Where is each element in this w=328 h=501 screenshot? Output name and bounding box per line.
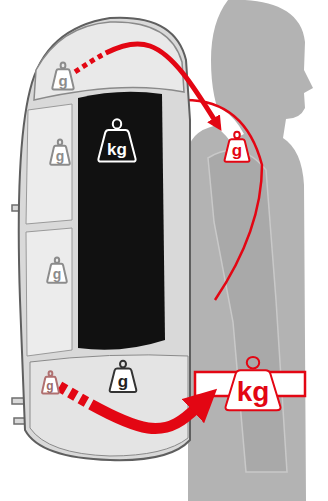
- weight-body: [52, 70, 73, 90]
- weight-body: [47, 264, 67, 283]
- weight-ring: [113, 119, 121, 128]
- weight-unit: g: [118, 373, 128, 390]
- strap-outline: [185, 100, 262, 300]
- weight-body: [225, 370, 280, 410]
- backpack-lid: [34, 22, 184, 100]
- person-silhouette: [188, 0, 313, 501]
- backpack-bottom: [30, 355, 188, 456]
- back-panel: [78, 92, 165, 350]
- weight-ring: [48, 371, 52, 376]
- weight-body: [50, 146, 70, 165]
- weight-ring: [55, 258, 59, 264]
- weight-unit: kg: [237, 378, 270, 406]
- weight-body: [98, 130, 135, 162]
- weight-body: [42, 377, 59, 394]
- hip-weight: kg: [222, 354, 284, 412]
- side-pocket: [26, 228, 72, 356]
- side-pocket: [26, 104, 72, 224]
- weight-unit: g: [232, 142, 242, 159]
- arm: [208, 150, 287, 472]
- weight-shift-arrow: [75, 44, 215, 121]
- weight-ring: [234, 131, 240, 138]
- weight-body: [110, 369, 137, 392]
- weight-unit: g: [58, 73, 67, 88]
- weight-icon: g: [108, 359, 138, 393]
- weight-unit: g: [46, 380, 53, 392]
- weight-icon: g: [51, 61, 75, 90]
- weight-ring: [247, 357, 259, 369]
- weight-icon: kg: [96, 117, 138, 163]
- backpack-body: [19, 18, 190, 460]
- weight-icon: g: [41, 370, 60, 394]
- weight-icon: g: [46, 256, 68, 284]
- shoulder-weight: g: [223, 130, 251, 163]
- weight-body: [225, 139, 250, 162]
- weight-ring: [120, 361, 126, 368]
- weight-icon: g: [49, 138, 71, 166]
- weight-unit: kg: [107, 141, 127, 158]
- weight-unit: g: [53, 267, 62, 281]
- weight-ring: [61, 63, 66, 69]
- weight-unit: g: [56, 149, 65, 163]
- weight-ring: [58, 140, 62, 146]
